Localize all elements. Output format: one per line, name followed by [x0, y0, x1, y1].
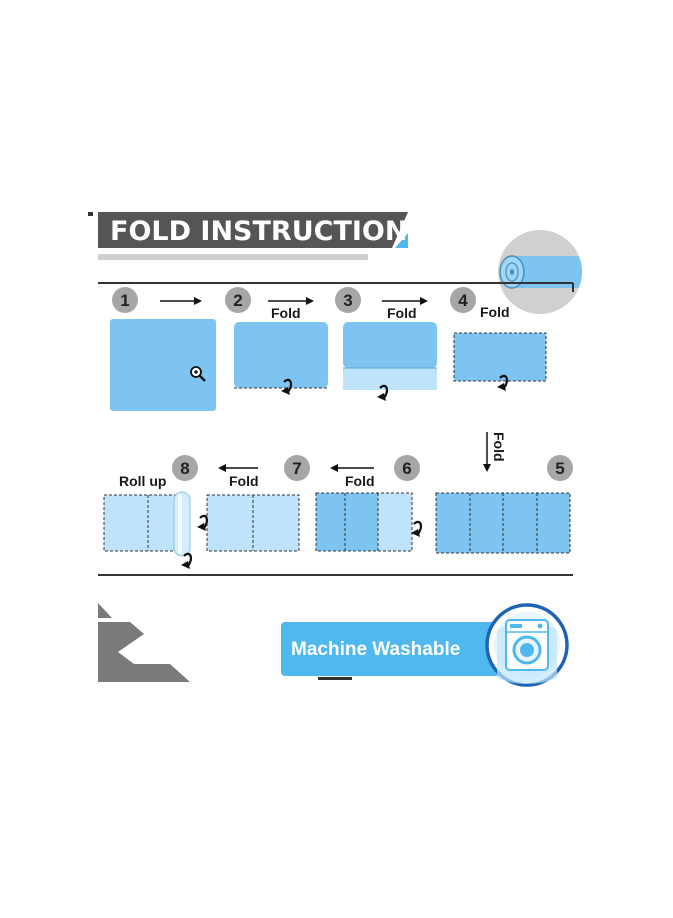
step-badge-7: 7	[284, 455, 310, 481]
zoom-in-icon	[190, 366, 206, 382]
roll-up-label: Roll up	[119, 473, 166, 489]
step-badge-2: 2	[225, 287, 251, 313]
step-2-mat	[234, 322, 328, 397]
decorative-gray-shape	[98, 603, 190, 690]
fold-label-7: Fold	[229, 473, 259, 489]
svg-text:5: 5	[555, 459, 564, 478]
step-8-mat	[103, 491, 193, 571]
svg-text:3: 3	[343, 291, 352, 310]
svg-text:8: 8	[180, 459, 189, 478]
rolled-mat-icon	[498, 230, 582, 314]
arrow-down-icon	[483, 432, 491, 472]
fold-label-4: Fold	[480, 304, 510, 320]
fold-label-2: Fold	[271, 305, 301, 321]
step-badge-6: 6	[394, 455, 420, 481]
arrow-left-icon	[218, 464, 374, 472]
step-5-mat	[435, 492, 571, 554]
fold-label-6: Fold	[345, 473, 375, 489]
fold-label-3: Fold	[387, 305, 417, 321]
step-4-mat	[453, 332, 547, 393]
fold-label-5: Fold	[491, 432, 507, 462]
svg-text:1: 1	[120, 291, 129, 310]
machine-washable-badge: Machine Washable	[281, 622, 507, 680]
step-badge-1: 1	[112, 287, 138, 313]
arrow-right-icon	[160, 297, 428, 305]
step-badge-3: 3	[335, 287, 361, 313]
washing-machine-icon	[485, 603, 569, 687]
page-title: FOLD INSTRUCTION	[110, 216, 407, 247]
svg-text:7: 7	[292, 459, 301, 478]
svg-text:4: 4	[458, 291, 468, 310]
step-1-mat	[110, 319, 216, 411]
step-6-mat	[315, 492, 423, 552]
curved-fold-arrow-icon	[195, 514, 209, 533]
badge-label: Machine Washable	[291, 639, 460, 660]
step-badge-8: 8	[172, 455, 198, 481]
step-3-mat	[343, 322, 437, 403]
header-banner: FOLD INSTRUCTION	[88, 212, 408, 260]
step-7-mat	[195, 494, 300, 552]
svg-text:6: 6	[402, 459, 411, 478]
svg-text:2: 2	[233, 291, 242, 310]
step-badge-5: 5	[547, 455, 573, 481]
step-badge-4: 4	[450, 287, 476, 313]
header-underline	[98, 254, 368, 260]
